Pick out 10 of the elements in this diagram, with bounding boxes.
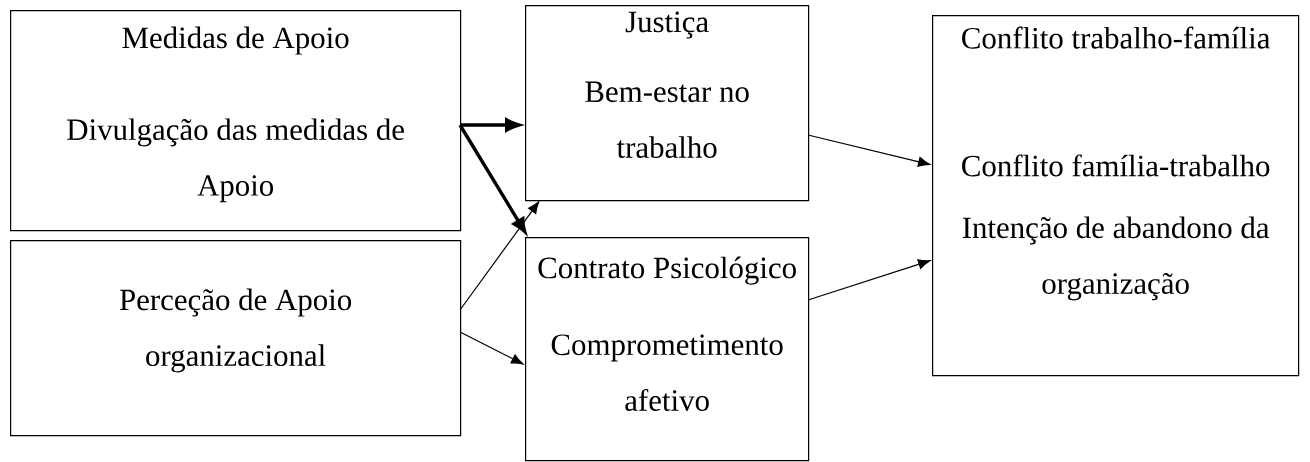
- arrow: [458, 124, 527, 234]
- arrow: [807, 134, 931, 167]
- text-box: Contrato Psicológico Comprometimento afetivo: [525, 237, 810, 462]
- arrow: [807, 259, 931, 301]
- arrow: [459, 331, 524, 365]
- arrow: [459, 201, 540, 311]
- text-box: Perceção de Apoio organizacional: [10, 240, 462, 437]
- text-box: Medidas de Apoio Divulgação das medidas de Apoio: [10, 10, 462, 232]
- text-box: Conflito trabalho-família Conflito família-trabalho Intenção de abandono da organização: [932, 15, 1300, 377]
- text-box: Justiça Bem-estar no trabalho: [525, 5, 810, 202]
